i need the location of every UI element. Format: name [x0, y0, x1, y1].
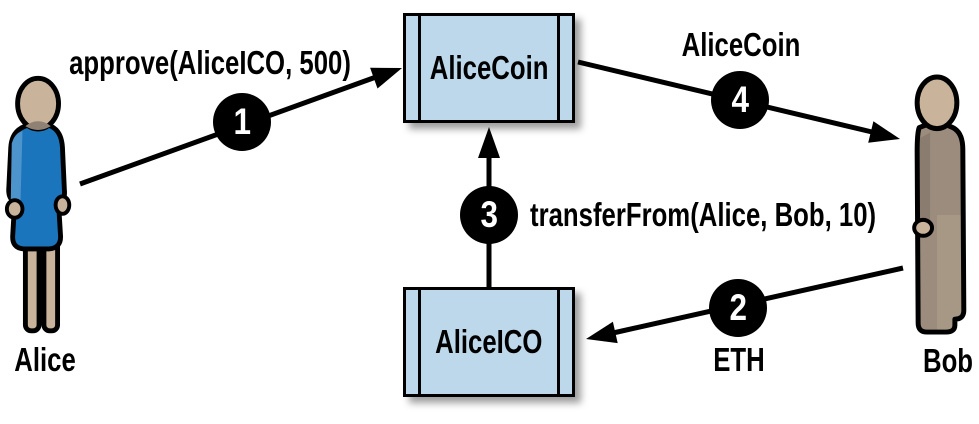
- arrowhead-icon: [868, 121, 900, 143]
- step-1-label: approve(AliceICO, 500): [69, 44, 351, 81]
- alice-dress: [6, 120, 67, 252]
- alice-hand: [4, 198, 25, 220]
- contract-aliceico-box: AliceICO: [403, 287, 575, 397]
- step-3-badge: 3: [460, 186, 518, 244]
- contract-alicecoin-box: AliceCoin: [403, 13, 575, 123]
- actor-bob-figure: [912, 74, 967, 335]
- arrowhead-icon: [478, 127, 500, 158]
- component-bar-icon: [557, 290, 560, 394]
- alice-arm-highlight: [10, 130, 23, 203]
- actor-alice-label: Alice: [14, 341, 76, 378]
- bob-hand: [912, 217, 935, 238]
- bob-pants-highlight: [937, 214, 964, 333]
- step-1-badge: 1: [213, 93, 271, 151]
- step-2-label: ETH: [713, 341, 765, 378]
- arrowhead-icon: [370, 67, 402, 89]
- component-bar-icon: [557, 16, 560, 120]
- bob-head: [914, 74, 960, 132]
- component-bar-icon: [418, 16, 421, 120]
- bob-coat-outline: [914, 121, 967, 335]
- alice-collar: [25, 121, 51, 130]
- step-4-badge: 4: [711, 71, 769, 129]
- step-3-label: transferFrom(Alice, Bob, 10): [530, 196, 877, 233]
- actor-bob-label: Bob: [922, 342, 974, 379]
- contract-aliceico-title: AliceICO: [435, 323, 543, 360]
- actor-alice-figure: [4, 75, 72, 334]
- alice-hand: [53, 194, 72, 216]
- bob-arm-shade: [917, 132, 931, 228]
- step-4-label: AliceCoin: [681, 26, 801, 63]
- step-2-badge: 2: [709, 279, 767, 337]
- component-bar-icon: [418, 290, 421, 394]
- arrowhead-icon: [586, 321, 618, 344]
- contract-alicecoin-title: AliceCoin: [429, 49, 549, 86]
